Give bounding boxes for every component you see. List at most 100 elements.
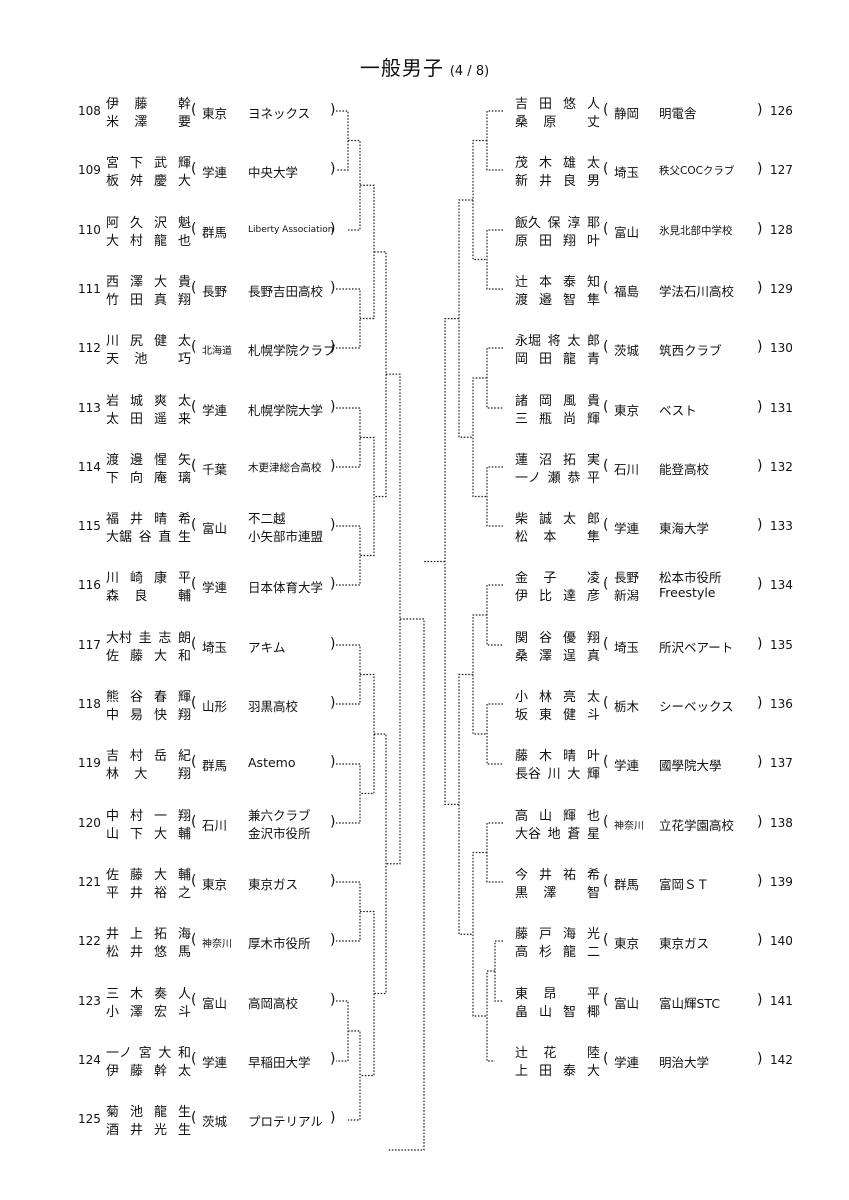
- paren-open: (: [191, 279, 197, 296]
- name-char: 魁: [177, 215, 191, 231]
- name-char: 森: [106, 589, 120, 605]
- bracket-line: [336, 110, 349, 171]
- player-2-name: 渡邉智隼: [515, 289, 600, 308]
- bracket-line: [472, 614, 487, 735]
- entry-number: 129: [770, 281, 793, 296]
- prefecture: 富山: [614, 995, 640, 1011]
- player-1-name: 宮下武輝: [106, 152, 191, 171]
- name-char: 奏: [153, 986, 167, 1002]
- entry-number: 126: [770, 104, 793, 118]
- name-char: 尻: [129, 334, 143, 350]
- name-char: 板: [106, 174, 120, 190]
- name-char: 大: [153, 867, 167, 883]
- player-2-name: 新井良男: [515, 170, 600, 189]
- name-char: 柴: [515, 512, 529, 528]
- player-1-name: 東昂平: [515, 983, 600, 1002]
- player-1-name: 伊藤幹: [106, 93, 191, 112]
- paren-open: (: [191, 102, 197, 118]
- name-char: 杉: [538, 945, 552, 961]
- entry-number: 113: [78, 400, 101, 415]
- name-char: 智: [562, 292, 576, 308]
- name-char: 大谷: [515, 826, 542, 842]
- name-char: 藤: [129, 1063, 143, 1079]
- name-char: 昂: [543, 986, 557, 1002]
- paren-close: ): [330, 754, 336, 771]
- player-2-name: 長谷川大輝: [515, 763, 600, 782]
- bracket-line: [458, 199, 473, 438]
- name-char: 大: [158, 1045, 172, 1061]
- name-char: 丈: [586, 115, 600, 130]
- name-char: 佐: [106, 867, 120, 883]
- name-char: 岳: [153, 749, 167, 765]
- prefecture: 静岡: [614, 106, 640, 121]
- name-char: 竹: [106, 292, 120, 308]
- name-char: 知: [586, 274, 600, 290]
- bracket-line: [494, 940, 503, 1002]
- paren-open: (: [191, 220, 197, 237]
- name-char: 渡: [515, 292, 529, 308]
- name-char: 輔: [177, 589, 191, 605]
- paren-open: (: [191, 457, 197, 474]
- player-2-name: 黒澤智: [515, 882, 600, 901]
- name-char: 耶: [586, 215, 600, 231]
- entry-number: 109: [78, 163, 101, 178]
- player-2-name: 板舛慶大: [106, 170, 191, 189]
- player-1-name: 諸岡風貴: [515, 390, 600, 409]
- paren-open: (: [603, 991, 609, 1008]
- player-2-name: 伊藤幹太: [106, 1060, 191, 1079]
- name-char: 永堀: [515, 334, 542, 350]
- team-name: 東海大学: [659, 521, 710, 537]
- entry-number: 137: [770, 756, 793, 771]
- name-char: 藤: [134, 97, 148, 112]
- name-char: 池: [134, 352, 148, 368]
- name-char: 山: [106, 826, 120, 842]
- entry-number: 115: [78, 519, 101, 534]
- name-char: 山: [538, 808, 552, 824]
- name-char: 岩: [106, 393, 120, 409]
- paren-open: (: [191, 813, 197, 830]
- paren-close: ): [330, 102, 336, 118]
- name-char: 本: [543, 530, 557, 546]
- name-char: 大: [567, 767, 581, 783]
- paren-open: (: [603, 813, 609, 830]
- name-char: 良: [562, 174, 576, 190]
- name-char: 貴: [586, 393, 600, 409]
- paren-open: (: [603, 635, 609, 652]
- team-name: 秩父COCクラブ: [659, 165, 735, 178]
- player-2-name: 竹田真翔: [106, 289, 191, 308]
- player-1-name: 菊池龍生: [106, 1101, 191, 1120]
- team-name: 明治大学: [659, 1054, 710, 1070]
- name-char: 太: [567, 334, 581, 350]
- player-2-name: 下向庵璃: [106, 467, 191, 486]
- name-char: 龍: [153, 233, 167, 249]
- name-char: 志: [158, 630, 172, 646]
- name-char: 木: [538, 156, 552, 172]
- player-2-name: 三瓶尚輝: [515, 408, 600, 427]
- player-2-name: 大鋸谷直生: [106, 526, 191, 545]
- team-name: 東京ガス: [659, 936, 710, 952]
- team-name: 立花学園高校: [659, 817, 735, 833]
- player-1-name: 中村一翔: [106, 805, 191, 824]
- name-char: 蒼: [567, 826, 581, 842]
- prefecture: 学連: [614, 521, 640, 537]
- name-char: 晴: [562, 749, 576, 765]
- name-char: 要: [177, 115, 191, 130]
- bracket-line: [486, 347, 503, 409]
- player-1-name: 川崎康平: [106, 567, 191, 586]
- name-char: 林: [538, 690, 552, 705]
- name-char: 也: [177, 233, 191, 249]
- player-2-name: 上田泰大: [515, 1060, 600, 1079]
- name-char: 高: [515, 945, 529, 961]
- player-1-name: 茂木雄太: [515, 152, 600, 171]
- name-char: 藤: [515, 927, 529, 943]
- player-2-name: 佐藤大和: [106, 645, 191, 664]
- name-char: 輔: [177, 826, 191, 842]
- name-char: 泰: [562, 274, 576, 290]
